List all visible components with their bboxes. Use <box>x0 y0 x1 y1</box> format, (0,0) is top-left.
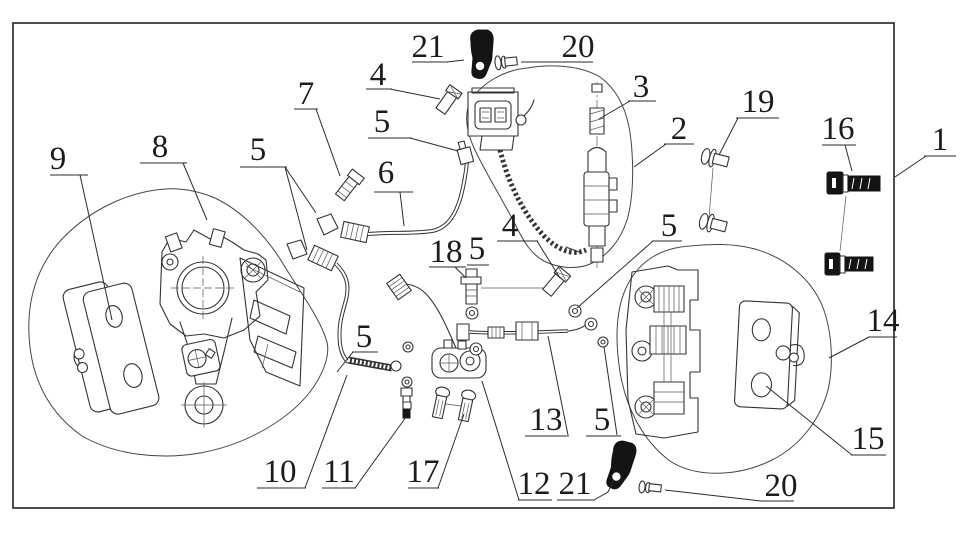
cable-clamp-bottom <box>606 440 637 490</box>
callout-20-b: 20 <box>765 468 798 504</box>
bleed-screw <box>400 387 413 419</box>
callout-20-a: 20 <box>562 29 595 65</box>
callout-2: 2 <box>671 111 688 147</box>
callout-4-b: 4 <box>502 208 519 244</box>
bleeder-valve <box>334 168 365 202</box>
callout-5-a: 5 <box>250 132 267 168</box>
rear-brake-region-outline <box>616 243 832 474</box>
callout-10: 10 <box>264 454 297 490</box>
master-cylinder-region-outline <box>466 65 634 269</box>
callout-11: 11 <box>323 454 355 490</box>
brake-rod-valve <box>583 82 618 268</box>
callout-14: 14 <box>867 303 900 339</box>
brake-cable-chain <box>497 149 587 255</box>
callout-5-b: 5 <box>374 104 391 140</box>
callout-6: 6 <box>378 155 395 191</box>
callout-1: 1 <box>932 122 949 158</box>
callout-5-f: 5 <box>356 319 373 355</box>
banjo-bolt <box>460 268 548 305</box>
callout-17: 17 <box>407 454 440 490</box>
callout-16: 16 <box>822 111 855 147</box>
callout-21-a: 21 <box>412 29 445 65</box>
pin-mark <box>565 246 580 253</box>
callout-9: 9 <box>50 141 67 177</box>
mount-bolts <box>431 386 477 423</box>
hose-fitting-upper <box>435 84 463 115</box>
front-brake-region-outline <box>28 188 329 457</box>
front-lower-brake-hose <box>286 239 402 372</box>
callout-labels: 9 8 5 7 4 5 6 21 20 3 2 19 16 1 18 5 4 5… <box>50 29 949 504</box>
callout-12: 12 <box>518 466 551 502</box>
region-outlines <box>28 65 832 474</box>
callout-5-d: 5 <box>661 208 678 244</box>
rear-brake-pad <box>734 300 805 410</box>
callout-15: 15 <box>852 421 885 457</box>
callout-13: 13 <box>530 402 563 438</box>
callout-5-c: 5 <box>469 231 486 267</box>
callout-7: 7 <box>298 76 315 112</box>
callout-3: 3 <box>633 69 650 105</box>
clamp-screw-top <box>494 55 518 71</box>
copper-washers <box>401 304 609 388</box>
socket-head-bolts <box>824 171 881 276</box>
callout-21-b: 21 <box>559 466 592 502</box>
master-cylinder-assembly <box>467 87 587 255</box>
front-brake-pads <box>62 281 160 415</box>
callout-19: 19 <box>742 84 775 120</box>
flat-screws <box>698 147 730 233</box>
cable-clamp-top <box>470 29 494 79</box>
front-upper-brake-hose <box>316 140 475 244</box>
rear-brake-hose <box>456 317 598 341</box>
callout-4-a: 4 <box>370 57 387 93</box>
front-caliper <box>159 228 305 428</box>
rear-caliper <box>625 265 701 439</box>
callout-lines <box>50 59 956 502</box>
callout-5-e: 5 <box>594 402 611 438</box>
diagram-border <box>12 22 895 509</box>
callout-8: 8 <box>152 129 169 165</box>
callout-18: 18 <box>430 234 463 270</box>
clamp-screw-bottom <box>638 480 662 494</box>
